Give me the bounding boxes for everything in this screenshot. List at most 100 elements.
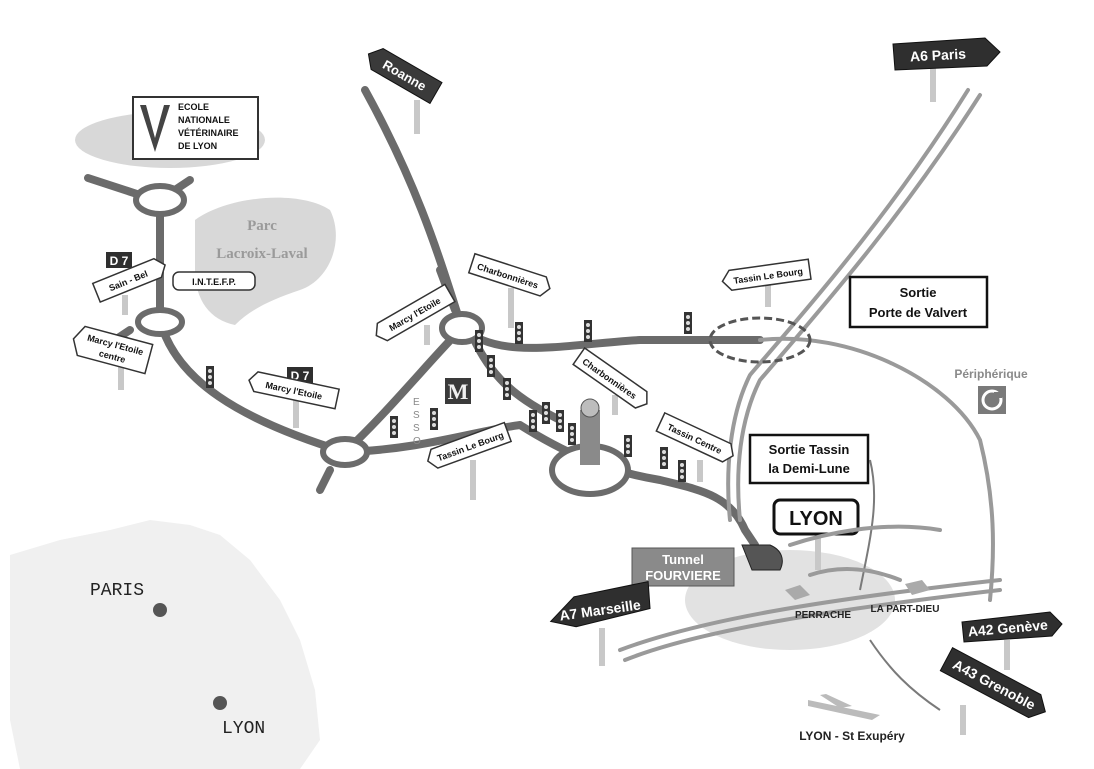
sign-post <box>599 628 605 666</box>
highway-a7b <box>623 588 1002 662</box>
intefp-sign: I.N.T.E.F.P. <box>172 271 256 291</box>
tower-clock <box>580 398 600 418</box>
highway-a6 <box>736 93 982 522</box>
tassin-tower <box>580 410 600 465</box>
svg-text:A43 Grenoble: A43 Grenoble <box>950 656 1038 713</box>
city-area <box>685 550 895 650</box>
traffic-light-icon <box>430 408 438 430</box>
svg-text:Tunnel: Tunnel <box>662 552 704 567</box>
svg-text:A42 Genève: A42 Genève <box>967 617 1048 640</box>
park-label-1: Parc <box>247 218 277 234</box>
sign-post <box>930 62 936 102</box>
sign-a6-paris: A6 Paris <box>892 37 1001 71</box>
highway-a43 <box>869 639 941 711</box>
esso-letter: S <box>413 423 420 434</box>
lyon-main-box: LYON <box>772 498 860 536</box>
roundabout-marcy <box>439 311 485 345</box>
svg-text:Porte de Valvert: Porte de Valvert <box>869 305 968 320</box>
park-area <box>195 197 336 325</box>
rhone-line <box>859 459 876 591</box>
roundabout-south <box>320 436 370 468</box>
school-line-1: ECOLE <box>178 102 209 112</box>
valvert-interchange <box>708 316 812 364</box>
sign-tassin-centre: Tassin Centre <box>655 411 734 463</box>
sign-post <box>612 395 618 415</box>
roundabout-intefp <box>135 307 185 337</box>
traffic-light-icon <box>568 423 576 445</box>
svg-text:M: M <box>448 379 469 404</box>
road-badge-d7: D 7 <box>106 252 132 268</box>
sign-post <box>424 325 430 345</box>
traffic-light-icon <box>487 355 495 377</box>
city-street <box>788 524 942 547</box>
esso-letter: E <box>413 397 420 408</box>
sign-post <box>960 705 966 735</box>
sign-a43-grenoble: A43 Grenoble <box>939 647 1046 719</box>
school-line-2: NATIONALE <box>178 115 230 125</box>
traffic-light-icon <box>529 410 537 432</box>
traffic-light-icon <box>503 378 511 400</box>
city-street <box>808 566 902 582</box>
sign-post <box>815 536 821 570</box>
svg-text:A6 Paris: A6 Paris <box>910 46 967 65</box>
school-line-4: DE LYON <box>178 141 217 151</box>
sign-post <box>118 365 124 390</box>
sign-a7-marseille: A7 Marseille <box>549 580 651 628</box>
esso-letter: O <box>413 436 421 447</box>
school-logo-box: ECOLE NATIONALE VÉTÉRINAIRE DE LYON <box>132 96 259 160</box>
sign-post <box>293 400 299 428</box>
highway-a6b <box>726 88 970 522</box>
sortie-valvert-box: Sortie Porte de Valvert <box>848 275 989 329</box>
traffic-light-icon <box>542 402 550 424</box>
sign-post <box>1004 640 1010 670</box>
part-dieu-label: LA PART-DIEU <box>871 604 940 615</box>
traffic-light-icon <box>624 435 632 457</box>
sortie-tassin-box: Sortie Tassin la Demi-Lune <box>748 433 870 485</box>
traffic-light-icon <box>660 447 668 469</box>
tunnel-fourviere-box: Tunnel FOURVIERE <box>631 547 735 587</box>
sign-post <box>414 100 420 134</box>
sign-marcy-etoile: Marcy l'Etoile <box>248 371 341 410</box>
traffic-light-icon <box>684 312 692 334</box>
traffic-light-icon <box>678 460 686 482</box>
road-branch-south <box>316 466 334 494</box>
inset-paris-label: PARIS <box>90 581 144 601</box>
train-icon <box>905 580 930 595</box>
svg-text:la Demi-Lune: la Demi-Lune <box>768 461 850 476</box>
airport-label: LYON - St Exupéry <box>799 729 905 743</box>
svg-text:I.N.T.E.F.P.: I.N.T.E.F.P. <box>192 277 236 287</box>
peripherique-label: Périphérique <box>954 367 1028 381</box>
sign-marcy-centre: Marcy l'Etoile centre <box>72 325 154 375</box>
traffic-light-icon <box>390 416 398 438</box>
traffic-light-icon <box>584 320 592 342</box>
france-outline <box>10 520 320 769</box>
peripherique-icon <box>978 386 1006 414</box>
road-branch-west <box>84 174 144 199</box>
park-label-2: Lacroix-Laval <box>216 246 307 262</box>
sign-post <box>470 460 476 500</box>
perrache-label: PERRACHE <box>795 610 851 621</box>
inset-paris-dot <box>153 603 167 617</box>
tunnel-entrance-icon <box>741 544 783 571</box>
traffic-light-icon <box>515 322 523 344</box>
esso-letter: S <box>413 410 420 421</box>
peripherique-road <box>758 336 995 602</box>
inset-lyon-label: LYON <box>222 719 265 739</box>
traffic-light-icon <box>206 366 214 388</box>
sign-tassin-bourg-a: Tassin Le Bourg <box>721 258 812 291</box>
sign-a42-geneve: A42 Genève <box>961 611 1063 643</box>
inset-lyon-dot <box>213 696 227 710</box>
svg-text:FOURVIERE: FOURVIERE <box>645 568 721 583</box>
airplane-icon <box>808 694 880 720</box>
sign-post <box>697 460 703 482</box>
svg-text:Sortie Tassin: Sortie Tassin <box>769 442 850 457</box>
traffic-light-icon <box>556 410 564 432</box>
svg-text:D 7: D 7 <box>110 254 129 268</box>
svg-text:LYON: LYON <box>789 508 843 530</box>
road-east <box>458 324 764 352</box>
sign-roanne: Roanne <box>367 48 443 105</box>
sign-post <box>122 295 128 315</box>
school-v-logo <box>140 105 170 152</box>
mcdonalds-icon: M <box>445 378 471 404</box>
